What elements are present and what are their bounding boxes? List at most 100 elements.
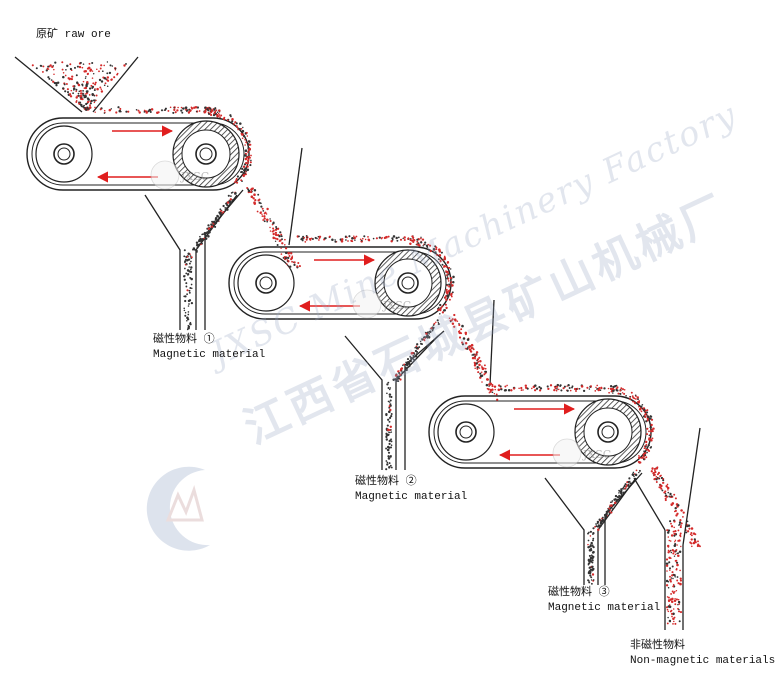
- ore-particle: [421, 338, 424, 341]
- ore-particle: [346, 236, 348, 239]
- ore-particle: [55, 84, 58, 87]
- ore-particle: [95, 99, 97, 102]
- ore-particle: [595, 523, 598, 525]
- ore-particle: [591, 569, 594, 572]
- ore-particle: [422, 245, 424, 247]
- ore-particle: [271, 223, 274, 226]
- ore-particle: [491, 385, 494, 388]
- ore-particle: [623, 389, 626, 391]
- ore-particle: [580, 385, 584, 388]
- ore-particle: [480, 374, 484, 378]
- ore-particle: [450, 281, 453, 284]
- ore-particle: [673, 599, 677, 603]
- ore-particle: [520, 386, 523, 390]
- ore-particle: [82, 63, 85, 65]
- ore-particle: [474, 367, 476, 369]
- ore-particle: [575, 390, 577, 392]
- ore-particle: [445, 303, 447, 306]
- ore-particle: [522, 389, 524, 391]
- ore-particle: [679, 569, 681, 572]
- ore-particle: [261, 207, 264, 210]
- ore-particle: [81, 84, 84, 87]
- ore-particle: [200, 243, 202, 246]
- ore-particle: [598, 386, 601, 390]
- ore-particle: [303, 236, 305, 239]
- ore-particle: [620, 489, 623, 492]
- ore-particle: [635, 395, 637, 398]
- ore-particle: [94, 83, 97, 86]
- ore-particle: [675, 568, 678, 571]
- ore-particle: [644, 412, 647, 415]
- ore-particle: [184, 267, 186, 270]
- ore-particle: [306, 236, 308, 239]
- ore-particle: [232, 191, 234, 194]
- ore-particle: [79, 103, 81, 106]
- ore-particle: [232, 122, 235, 125]
- ore-particle: [650, 470, 653, 473]
- magnetic-material-3-cn: 磁性物料 ③: [548, 587, 610, 599]
- ore-particle: [348, 235, 351, 238]
- ore-particle: [187, 313, 190, 316]
- ore-particle: [54, 61, 57, 64]
- ore-particle: [388, 410, 391, 414]
- ore-particle: [610, 504, 613, 507]
- ore-particle: [672, 583, 675, 586]
- ore-particle: [588, 554, 591, 557]
- ore-particle: [592, 527, 595, 530]
- ore-particle: [258, 201, 261, 204]
- ore-particle: [222, 204, 225, 208]
- ore-particle: [387, 381, 390, 384]
- ore-particle: [244, 152, 247, 155]
- ore-particle: [53, 68, 55, 71]
- ore-particle: [430, 327, 433, 330]
- ore-particle: [69, 95, 73, 98]
- ore-particle: [190, 277, 193, 281]
- ore-particle: [656, 476, 659, 479]
- ore-particle: [667, 610, 670, 613]
- ore-particle: [385, 468, 388, 471]
- ore-particle: [288, 255, 291, 257]
- ore-particle: [696, 544, 700, 548]
- ore-particle: [224, 208, 227, 211]
- ore-particle: [77, 92, 80, 95]
- magnetic-drum-hub: [401, 276, 415, 290]
- ore-particle: [386, 448, 390, 452]
- ore-particle: [305, 238, 308, 241]
- ore-particle: [184, 263, 187, 266]
- ore-particle: [92, 82, 95, 85]
- ore-particle: [445, 290, 448, 293]
- ore-particle: [210, 227, 213, 230]
- ore-particle: [453, 313, 456, 317]
- ore-particle: [667, 586, 670, 589]
- ore-particle: [668, 604, 671, 606]
- ore-particle: [390, 466, 393, 469]
- ore-particle: [610, 511, 613, 514]
- ore-particle: [359, 238, 362, 241]
- magnetic-drum-hub: [199, 147, 213, 161]
- ore-particle: [549, 384, 553, 387]
- ore-particle: [78, 90, 81, 93]
- ore-particle: [466, 338, 470, 341]
- ore-particle: [89, 68, 93, 71]
- ore-particle: [674, 603, 677, 606]
- ore-particle: [484, 370, 487, 373]
- ore-particle: [641, 404, 644, 406]
- ore-particle: [404, 366, 407, 369]
- ore-particle: [690, 538, 693, 541]
- ore-particle: [227, 194, 230, 197]
- ore-particle: [246, 135, 249, 137]
- ore-particle: [616, 386, 619, 389]
- separator-stage-3: JXSC: [428, 395, 652, 469]
- ore-particle: [280, 253, 283, 255]
- ore-particle: [190, 256, 193, 259]
- ore-particle: [351, 240, 354, 243]
- ore-particle: [446, 284, 449, 287]
- ore-particle: [269, 219, 272, 223]
- ore-particle: [187, 273, 190, 276]
- ore-particle: [669, 567, 671, 570]
- ore-particle: [187, 311, 190, 313]
- ore-particle: [248, 154, 250, 157]
- ore-particle: [609, 387, 613, 391]
- ore-particle: [48, 77, 51, 80]
